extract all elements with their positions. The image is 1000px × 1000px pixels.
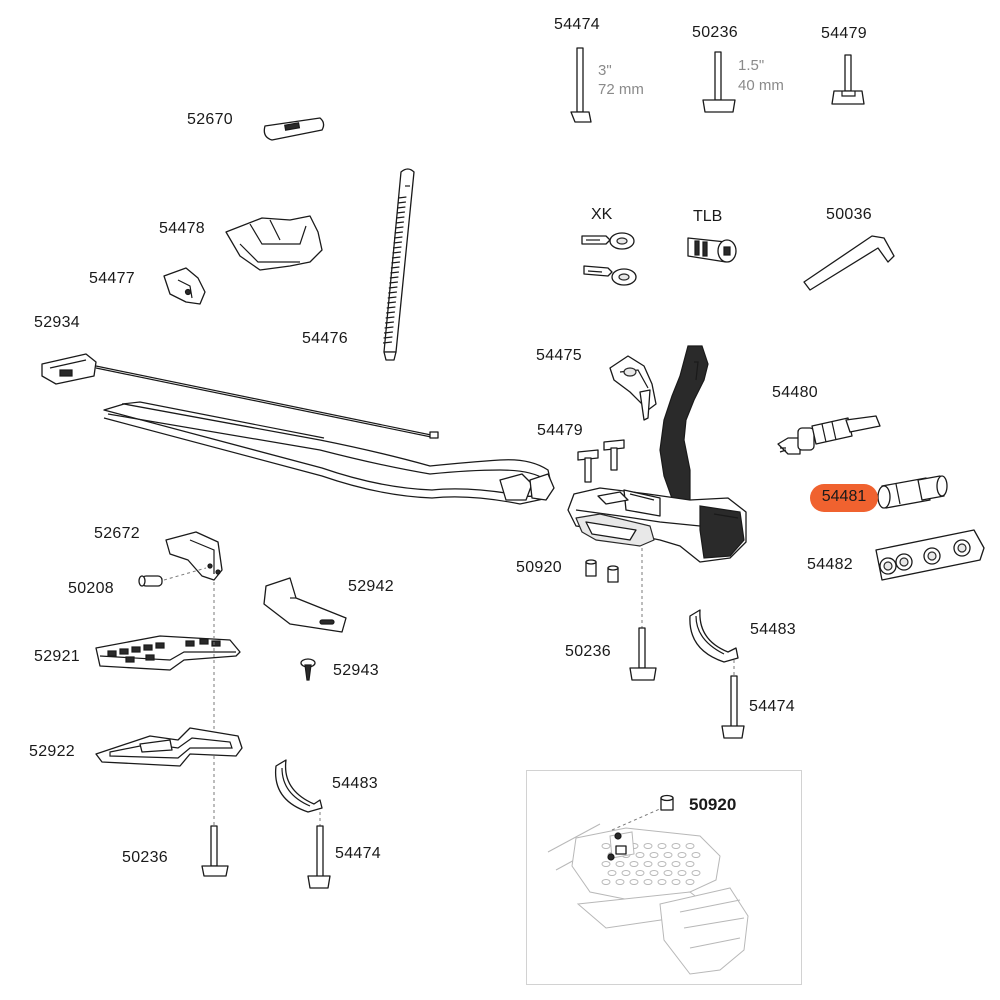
bolt-54479-top-drawing [831,54,865,105]
frame-52922-drawing [95,727,243,767]
clip-54483-mid-drawing [689,609,739,663]
label-54474-top: 54474 [554,16,600,33]
hex-key-50036-drawing [803,235,895,291]
label-54482: 54482 [807,556,853,573]
label-54475: 54475 [536,347,582,364]
bolt-50236-top-drawing [702,51,736,113]
wheel-holder-drawing [567,345,747,563]
axis-50208 [163,567,207,581]
bolt-54474-drawing [570,47,592,123]
label-50036: 50036 [826,206,872,223]
lock-tlb-drawing [687,237,737,263]
label-52921: 52921 [34,648,80,665]
clip-54483-bot-drawing [274,759,323,813]
label-54483-mid: 54483 [750,621,796,638]
bolt-54474-mid-drawing [721,675,745,739]
bolt-50236-bot-drawing [201,825,229,877]
label-54476: 54476 [302,330,348,347]
pin-50208-drawing [138,575,163,587]
keys-xk-drawing [581,232,637,286]
label-54477: 54477 [89,270,135,287]
label-52670: 52670 [187,111,233,128]
label-50236-bot: 50236 [122,849,168,866]
cable-52934-drawing [41,353,439,439]
label-xk: XK [591,206,613,223]
label-54480: 54480 [772,384,818,401]
label-52922: 52922 [29,743,75,760]
label-dim-3in: 3" [598,62,612,79]
label-dim-40mm: 40 mm [738,77,784,94]
label-50920-mid: 50920 [516,559,562,576]
bolts-54479-mid-drawing [577,439,625,483]
label-52934: 52934 [34,314,80,331]
pad-52670-drawing [263,117,325,141]
label-50236-top: 50236 [692,24,738,41]
label-dim-1-5in: 1.5" [738,57,765,74]
inset-drawing [547,807,749,975]
strap-54476-drawing [382,168,415,361]
label-54481: 54481 [821,488,867,505]
caps-50920-mid-drawing [585,559,619,583]
label-54479-mid: 54479 [537,422,583,439]
label-50920-inset: 50920 [689,795,737,814]
label-54474-bot: 54474 [335,845,381,862]
label-54483-bot: 54483 [332,775,378,792]
plate-52921-drawing [95,635,241,671]
clamp-54478-drawing [225,215,323,271]
label-50208: 50208 [68,580,114,597]
block-52942-drawing [263,577,347,633]
highlight-pill-54481 [810,484,878,512]
cap-50920-inset-drawing [660,794,674,811]
inset-box [526,770,802,985]
label-54479-top: 54479 [821,25,867,42]
label-dim-72mm: 72 mm [598,81,644,98]
bolt-54474-bot-drawing [307,825,331,889]
part-54480-drawing [777,415,881,455]
part-54481-drawing [877,475,948,509]
part-54482-drawing [875,529,985,581]
label-52942: 52942 [348,578,394,595]
screw-52943-drawing [300,658,316,681]
label-54474-mid: 54474 [749,698,795,715]
label-tlb: TLB [693,208,723,225]
label-50236-mid: 50236 [565,643,611,660]
rail-drawing [103,401,555,505]
bracket-54477-drawing [163,267,206,305]
label-52672: 52672 [94,525,140,542]
arm-54475-drawing [609,355,657,421]
bolt-50236-mid-drawing [629,627,657,681]
label-52943: 52943 [333,662,379,679]
holder-52672-drawing [165,531,223,581]
label-54478: 54478 [159,220,205,237]
